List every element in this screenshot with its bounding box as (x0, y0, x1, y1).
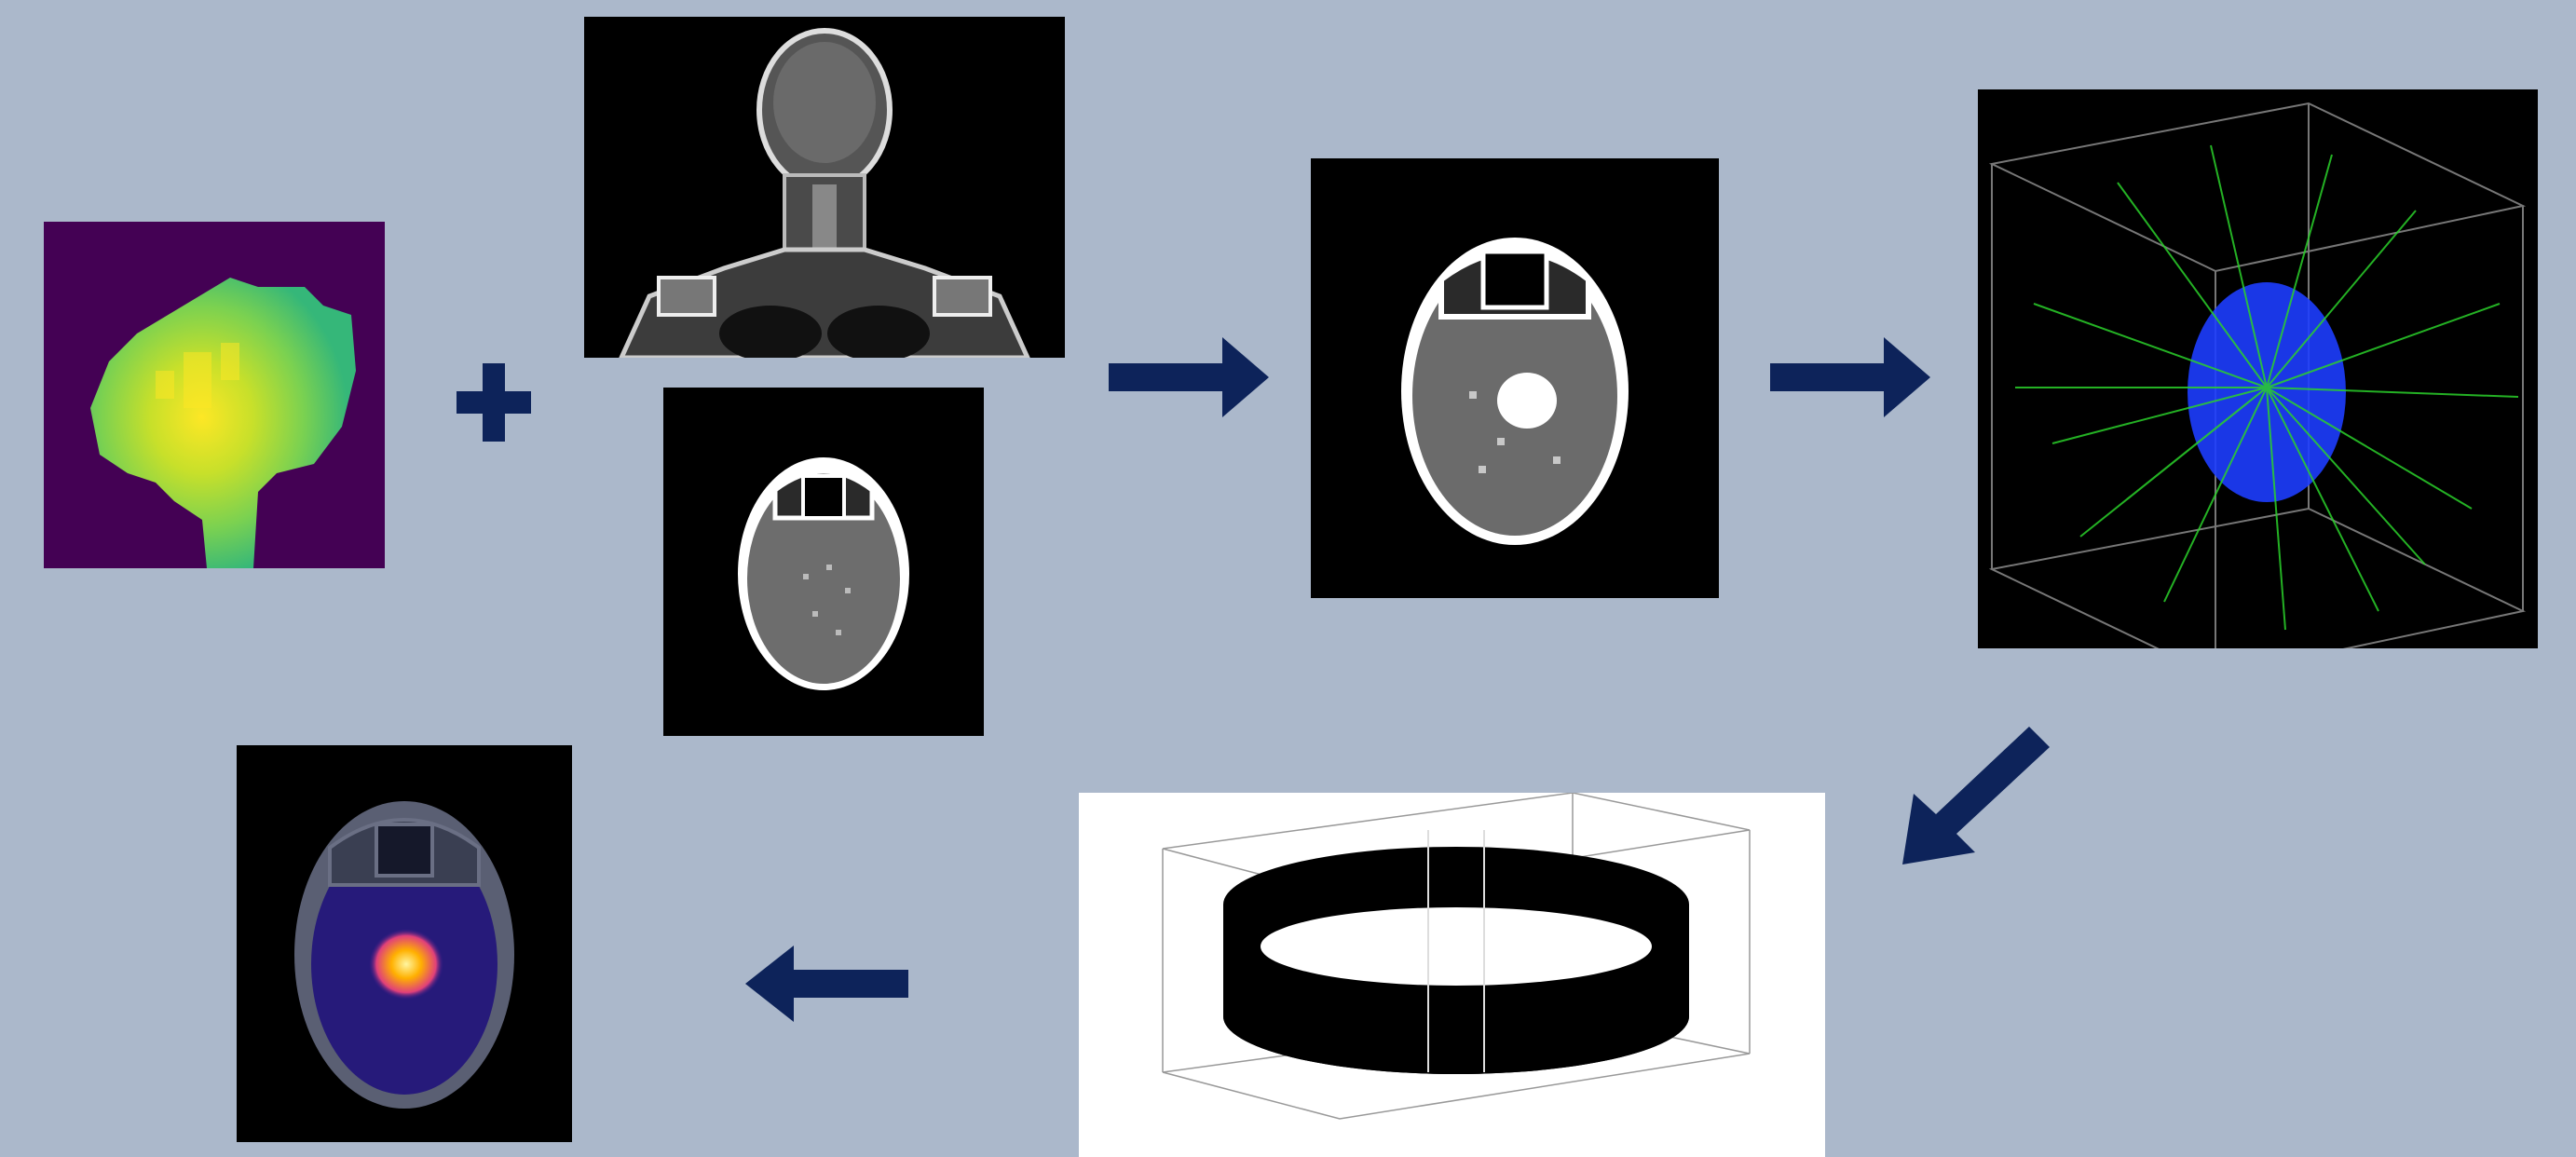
arrow-left-icon (745, 946, 908, 1022)
arrow-right-icon (1770, 337, 1930, 417)
axial-ct-with-tumor (1311, 158, 1719, 598)
pet-detector-ring-plot (1079, 793, 1825, 1157)
monte-carlo-simulation-3d (1978, 89, 2538, 648)
fused-pet-ct-slice (237, 745, 572, 1142)
plus-icon (457, 363, 531, 442)
axial-ct-slice-small (663, 388, 984, 736)
arrow-down-left-icon (1901, 727, 2050, 866)
tumor-activity-map (44, 222, 385, 568)
coronal-ct-slice (584, 17, 1065, 358)
arrow-right-icon (1109, 337, 1269, 417)
